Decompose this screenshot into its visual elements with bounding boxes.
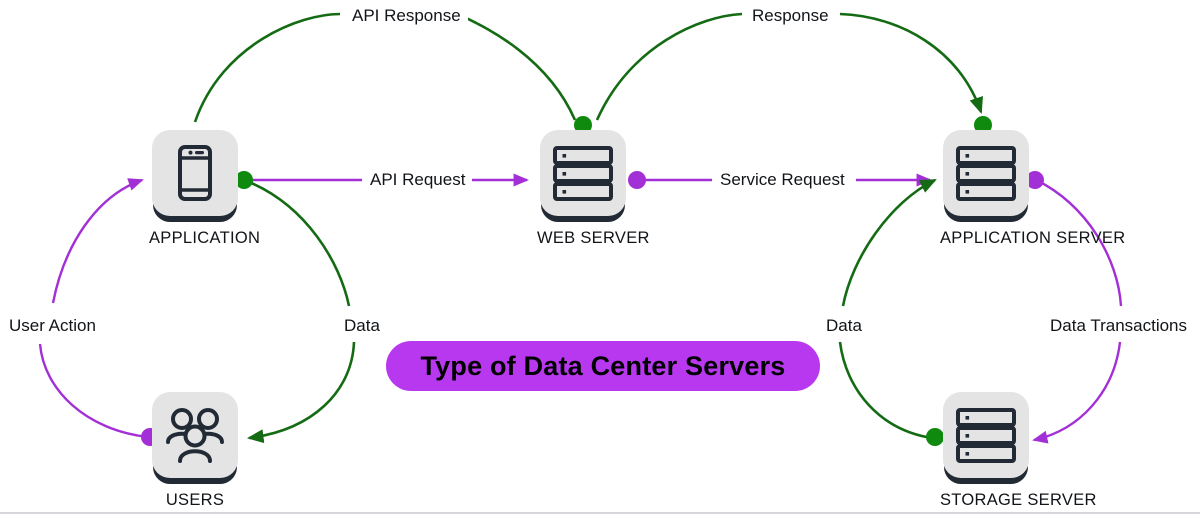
footer-divider <box>0 512 1200 514</box>
node-application-server[interactable]: APPLICATION SERVER <box>940 130 1126 248</box>
edge-label-user-action: User Action <box>2 316 103 336</box>
edge-data-transactions-a <box>1035 178 1123 307</box>
node-users[interactable]: USERS <box>149 392 241 510</box>
node-label-application: APPLICATION <box>149 229 261 247</box>
node-label-users: USERS <box>165 491 225 509</box>
smartphone-icon <box>178 145 212 201</box>
edge-label-api-response: API Response <box>345 6 468 26</box>
application-tile <box>152 130 238 216</box>
connector-dot-app-server-right <box>1026 171 1044 189</box>
edge-data-right-a <box>838 341 933 440</box>
banner-title-text: Type of Data Center Servers <box>420 350 786 381</box>
edge-data-transactions-b <box>1032 341 1122 444</box>
title-banner: Type of Data Center Servers <box>386 341 820 391</box>
connector-dot-storage-left <box>926 428 944 446</box>
edge-api-response-tail <box>193 12 341 123</box>
users-tile <box>152 392 238 478</box>
edge-label-response: Response <box>745 6 836 26</box>
connector-dot-web-server-top <box>574 116 592 134</box>
node-label-web-server: WEB SERVER <box>537 229 650 247</box>
connector-dot-app-server-top <box>974 116 992 134</box>
edge-api-response <box>445 7 577 121</box>
server-rack-icon <box>956 408 1016 463</box>
connector-dot-web-server-right <box>628 171 646 189</box>
edge-label-data-left: Data <box>337 316 387 336</box>
server-rack-icon <box>956 146 1016 201</box>
node-web-server[interactable]: WEB SERVER <box>537 130 650 248</box>
edge-response <box>595 12 743 121</box>
storage-server-tile <box>943 392 1029 478</box>
edge-user-action-a <box>38 343 149 439</box>
edge-label-data-right: Data <box>819 316 869 336</box>
application-server-tile <box>943 130 1029 216</box>
users-group-icon <box>166 408 224 463</box>
edge-data-left-a <box>248 180 351 307</box>
web-server-tile <box>540 130 626 216</box>
connector-dot-application-right <box>235 171 253 189</box>
edge-label-service-request: Service Request <box>713 170 852 190</box>
edge-user-action-b <box>51 178 144 304</box>
server-rack-icon <box>553 146 613 201</box>
edge-label-api-request: API Request <box>363 170 473 190</box>
node-application[interactable]: APPLICATION <box>149 130 261 248</box>
edge-label-data-transactions: Data Transactions <box>1043 316 1195 336</box>
edge-data-left-b <box>246 341 356 444</box>
node-label-storage-server: STORAGE SERVER <box>940 491 1097 509</box>
edge-data-right-b <box>841 178 937 307</box>
edge-response-tail <box>839 12 983 114</box>
node-label-application-server: APPLICATION SERVER <box>940 229 1126 247</box>
node-storage-server[interactable]: STORAGE SERVER <box>940 392 1097 510</box>
